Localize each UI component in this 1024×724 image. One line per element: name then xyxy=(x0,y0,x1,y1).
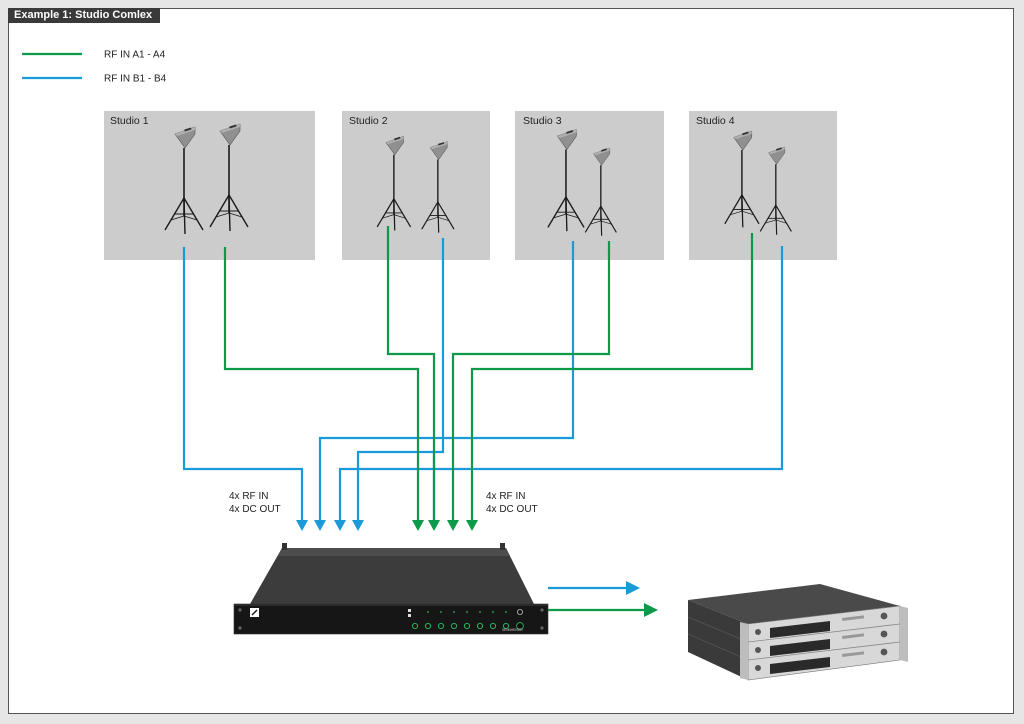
studio-box xyxy=(342,111,490,260)
studio-4: Studio 4 xyxy=(689,111,837,260)
studio-3: Studio 3 xyxy=(515,111,664,260)
power-button-icon xyxy=(517,609,524,616)
arrow-blue-out xyxy=(626,581,640,595)
right-port-label-line2: 4x DC OUT xyxy=(486,504,538,515)
input-arrows xyxy=(296,520,478,531)
studio-1: Studio 1 xyxy=(104,111,315,260)
left-port-label-line2: 4x DC OUT xyxy=(229,504,281,515)
cable-b1 xyxy=(182,247,304,520)
cable-a3 xyxy=(451,241,611,520)
device-brand-label: SENNHEISER xyxy=(502,628,523,632)
legend-label-a: RF IN A1 - A4 xyxy=(104,50,166,61)
antenna-splitter-device: SENNHEISER xyxy=(233,543,549,635)
studio-box xyxy=(515,111,664,260)
studio-label: Studio 3 xyxy=(523,115,562,127)
cable-b4 xyxy=(338,246,784,520)
arrow-green xyxy=(428,520,440,531)
studio-2: Studio 2 xyxy=(342,111,490,260)
cables-b xyxy=(182,238,784,520)
arrow-blue xyxy=(314,520,326,531)
arrow-green-out xyxy=(644,603,658,617)
cable-b-branch xyxy=(356,450,434,520)
output-arrows xyxy=(548,581,658,617)
arrow-green xyxy=(466,520,478,531)
right-port-label-line1: 4x RF IN xyxy=(486,491,525,502)
cable-b3 xyxy=(318,241,575,520)
studio-label: Studio 4 xyxy=(696,115,735,127)
studio-box xyxy=(689,111,837,260)
cable-a4 xyxy=(470,233,754,520)
studio-label: Studio 1 xyxy=(110,115,149,127)
arrow-green xyxy=(447,520,459,531)
legend-label-b: RF IN B1 - B4 xyxy=(104,74,167,85)
arrow-blue xyxy=(296,520,308,531)
diagram-title: Example 1: Studio Comlex xyxy=(8,8,161,23)
arrow-blue xyxy=(334,520,346,531)
cables-a xyxy=(223,226,754,520)
arrow-blue xyxy=(352,520,364,531)
receiver-rack-icon xyxy=(687,584,908,681)
cable-a1 xyxy=(223,247,420,520)
cable-b2 xyxy=(432,238,445,520)
arrow-green xyxy=(412,520,424,531)
left-port-label-line1: 4x RF IN xyxy=(229,491,268,502)
cable-a2 xyxy=(386,226,436,520)
legend: RF IN A1 - A4 RF IN B1 - B4 xyxy=(22,50,167,85)
studio-box xyxy=(104,111,315,260)
port-labels: 4x RF IN 4x DC OUT 4x RF IN 4x DC OUT xyxy=(229,491,538,515)
studio-label: Studio 2 xyxy=(349,115,388,127)
